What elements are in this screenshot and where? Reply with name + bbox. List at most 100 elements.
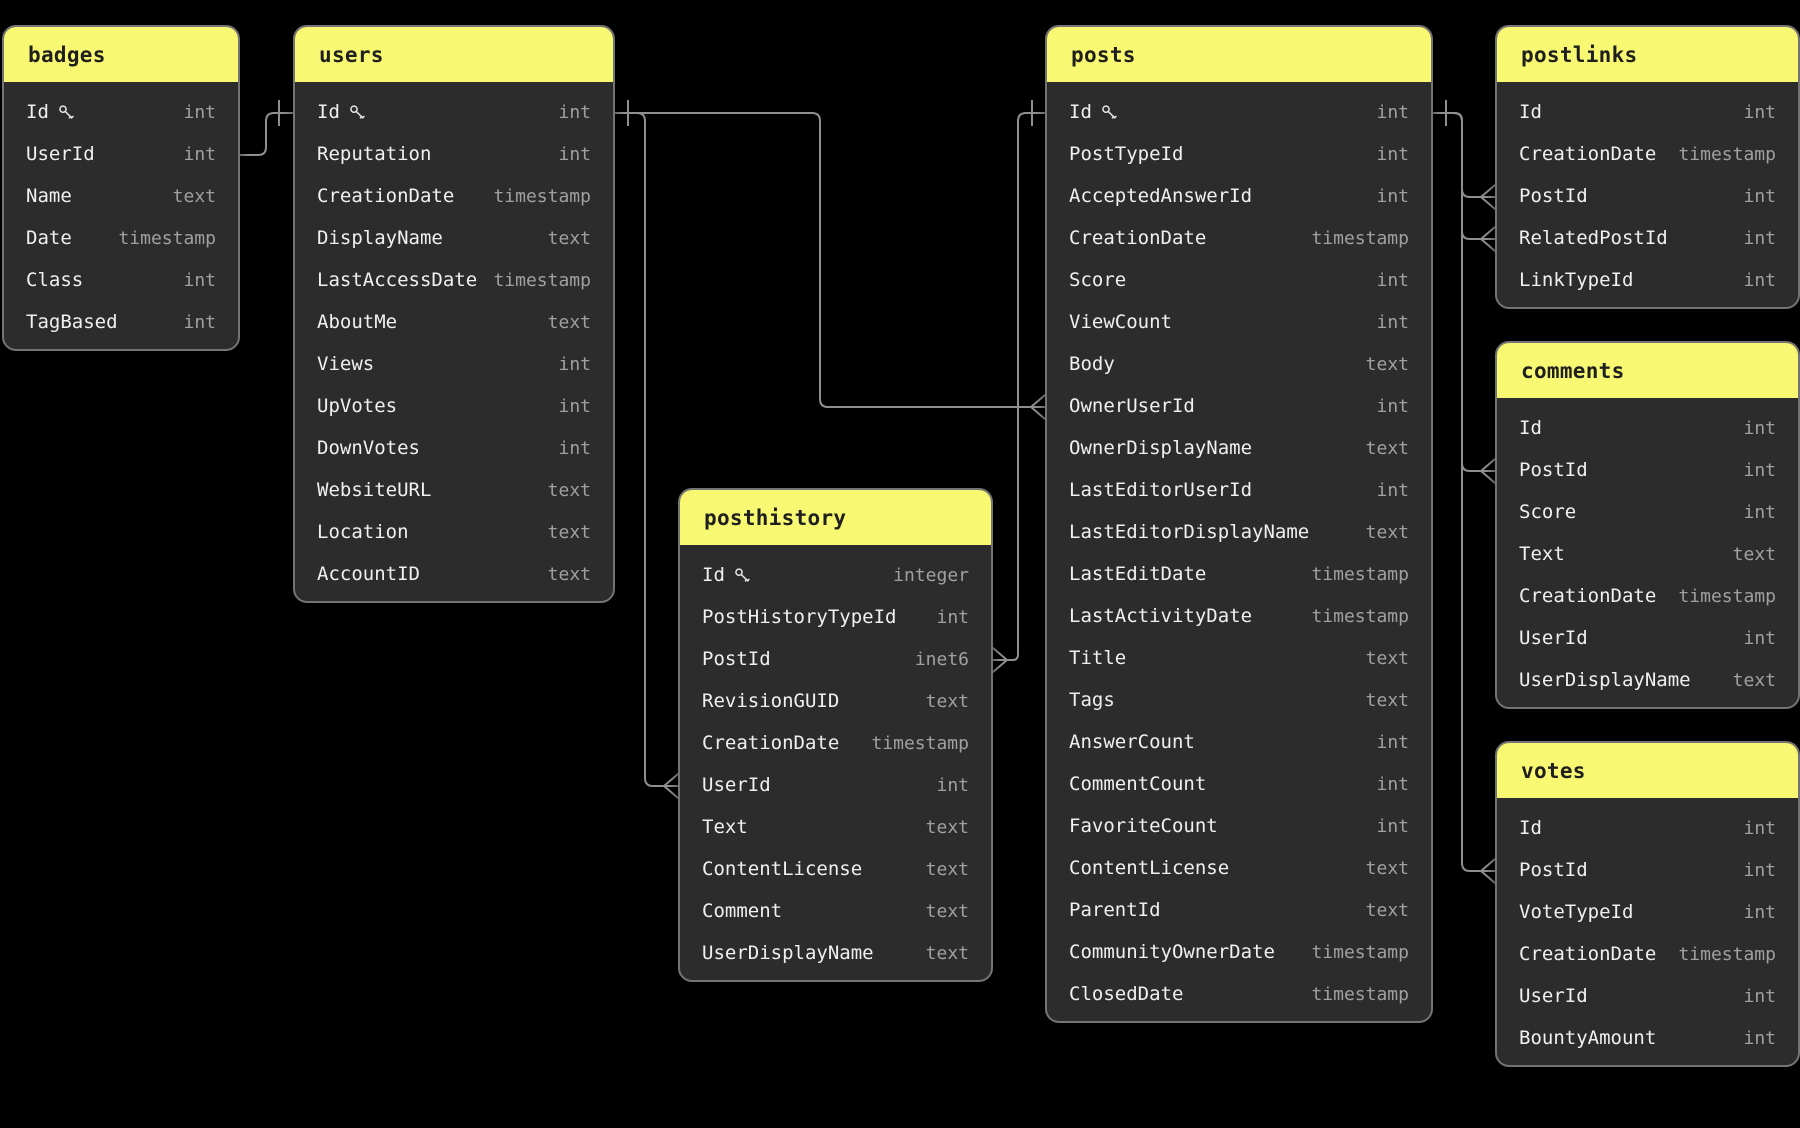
table-header-badges[interactable]: badges	[4, 27, 238, 82]
relationship-badges-UserId-to-users-Id[interactable]	[239, 100, 294, 156]
field-name: Id	[317, 101, 340, 123]
field-type: timestamp	[1678, 585, 1776, 607]
field-type: text	[172, 185, 216, 207]
relationship-users-Id-to-posthistory-UserId[interactable]	[614, 100, 679, 799]
table-title: posts	[1071, 42, 1136, 67]
table-header-users[interactable]: users	[295, 27, 613, 82]
relationship-posts-Id-to-posthistory-PostId[interactable]	[992, 100, 1046, 673]
field-row-posts-CommunityOwnerDate[interactable]: CommunityOwnerDate timestamp	[1047, 931, 1431, 973]
relationship-posts-Id-to-postlinks-RelatedPostId[interactable]	[1432, 100, 1496, 252]
field-name: LastEditorUserId	[1069, 479, 1253, 501]
relationship-posts-Id-to-votes-PostId[interactable]	[1432, 100, 1496, 884]
relationship-posts-Id-to-comments-PostId[interactable]	[1432, 100, 1496, 484]
table-header-comments[interactable]: comments	[1497, 343, 1798, 398]
field-type: text	[547, 311, 591, 333]
relationship-posts-Id-to-postlinks-PostId[interactable]	[1432, 100, 1496, 210]
table-header-votes[interactable]: votes	[1497, 743, 1798, 798]
table-header-posts[interactable]: posts	[1047, 27, 1431, 82]
field-type: int	[558, 143, 591, 165]
field-name: CommunityOwnerDate	[1069, 941, 1275, 963]
table-header-postlinks[interactable]: postlinks	[1497, 27, 1798, 82]
relationship-users-Id-to-posts-OwnerUserId[interactable]	[614, 100, 1046, 420]
table-header-posthistory[interactable]: posthistory	[680, 490, 991, 545]
field-type: timestamp	[1311, 941, 1409, 963]
